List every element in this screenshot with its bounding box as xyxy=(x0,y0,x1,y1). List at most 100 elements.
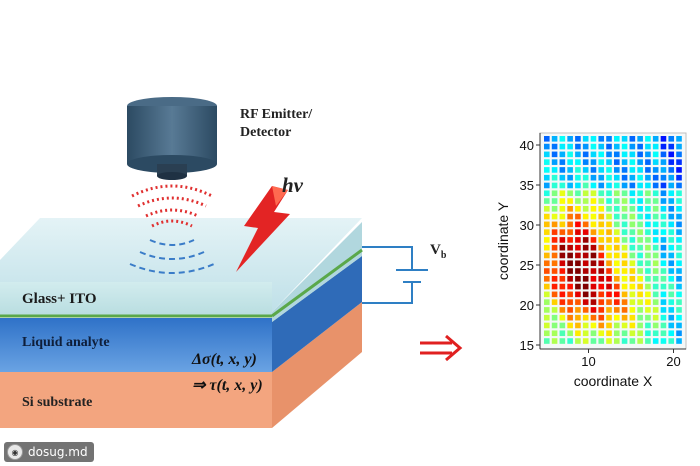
heatmap-cell xyxy=(590,143,597,150)
heatmap-cell xyxy=(621,299,628,305)
heatmap-cell xyxy=(582,276,589,282)
x-tick-label: 20 xyxy=(666,354,680,369)
heatmap-cell xyxy=(652,190,659,197)
heatmap-cell xyxy=(590,159,597,165)
heatmap-cell xyxy=(551,314,558,321)
heatmap-cell xyxy=(598,314,605,321)
heatmap-cell xyxy=(551,283,558,290)
heatmap-cell xyxy=(575,291,581,298)
heatmap-cell xyxy=(629,174,636,181)
lightning-bolt-icon xyxy=(236,186,290,272)
heatmap-cell xyxy=(621,206,628,212)
heatmap-cell xyxy=(652,260,659,267)
heatmap-cell xyxy=(645,206,651,212)
heatmap-cell xyxy=(621,190,628,197)
heatmap-cell xyxy=(629,182,636,189)
heatmap-cell xyxy=(668,167,675,173)
heatmap-cell xyxy=(652,307,659,313)
heatmap-cell xyxy=(676,167,682,173)
heatmap-cell xyxy=(559,151,566,158)
y-tick-label: 40 xyxy=(520,138,534,153)
heatmap-cell xyxy=(629,206,636,212)
heatmap-cell xyxy=(676,244,682,251)
heatmap-cell xyxy=(551,276,558,282)
heatmap-cell xyxy=(551,330,558,337)
heatmap-cell xyxy=(621,307,628,313)
heatmap-cell xyxy=(551,174,558,181)
heatmap-cell xyxy=(652,268,659,274)
heatmap-cell xyxy=(559,159,566,165)
heatmap-cell xyxy=(621,167,628,173)
heatmap-cell xyxy=(559,167,566,173)
heatmap-cell xyxy=(614,299,620,305)
heatmap-cell xyxy=(629,276,636,282)
heatmap-cell xyxy=(621,291,628,298)
heatmap-cell xyxy=(637,136,643,142)
heatmap-cell xyxy=(598,244,605,251)
heatmap-cell xyxy=(645,330,651,337)
heatmap-cell xyxy=(621,136,628,142)
heatmap-cell xyxy=(668,252,675,259)
heatmap-cell xyxy=(652,206,659,212)
heatmap-cell xyxy=(652,182,659,189)
heatmap-cell xyxy=(606,182,612,189)
heatmap-cell xyxy=(660,268,667,274)
heatmap-cell xyxy=(598,330,605,337)
emitter-label-line2: Detector xyxy=(240,125,291,140)
heatmap-cell xyxy=(582,260,589,267)
heatmap-cell xyxy=(637,322,643,329)
heatmap-cell xyxy=(551,151,558,158)
heatmap-cell xyxy=(598,299,605,305)
heatmap-cell xyxy=(598,174,605,181)
heatmap-cell xyxy=(544,276,550,282)
heatmap-cell xyxy=(559,330,566,337)
heatmap-cell xyxy=(621,237,628,243)
heatmap-cell xyxy=(645,229,651,235)
heatmap-cell xyxy=(559,307,566,313)
heatmap-cell xyxy=(598,190,605,197)
heatmap-cell xyxy=(645,143,651,150)
heatmap-cell xyxy=(567,330,573,337)
heatmap-cell xyxy=(668,136,675,142)
heatmap-cell xyxy=(606,314,612,321)
heatmap-cell xyxy=(676,174,682,181)
heatmap-cell xyxy=(544,174,550,181)
heatmap-cell xyxy=(582,229,589,235)
heatmap-cell xyxy=(559,291,566,298)
heatmap-cell xyxy=(660,322,667,329)
voltage-label: Vb xyxy=(430,242,447,261)
heatmap-cell xyxy=(614,283,620,290)
heatmap-cell xyxy=(598,307,605,313)
heatmap-cell xyxy=(590,213,597,220)
heatmap-cell xyxy=(660,237,667,243)
heatmap-cell xyxy=(668,182,675,189)
heatmap-cell xyxy=(645,291,651,298)
heatmap-cell xyxy=(598,283,605,290)
heatmap-cell xyxy=(660,252,667,259)
heatmap-cell xyxy=(668,143,675,150)
heatmap-cell xyxy=(551,244,558,251)
heatmap-cell xyxy=(598,136,605,142)
heatmap-cell xyxy=(660,190,667,197)
heatmap-cell xyxy=(660,276,667,282)
heatmap-cell xyxy=(590,268,597,274)
heatmap-cell xyxy=(676,330,682,337)
heatmap-cell xyxy=(614,159,620,165)
heatmap-cell xyxy=(621,322,628,329)
heatmap-cell xyxy=(606,190,612,197)
heatmap-cell xyxy=(668,268,675,274)
heatmap-cell xyxy=(544,190,550,197)
heatmap-cell xyxy=(660,244,667,251)
heatmap-cell xyxy=(629,151,636,158)
heatmap-cell xyxy=(582,136,589,142)
heatmap-cell xyxy=(637,198,643,204)
heatmap-cell xyxy=(544,182,550,189)
heatmap-cell xyxy=(582,330,589,337)
heatmap-cell xyxy=(621,229,628,235)
heatmap-cell xyxy=(676,221,682,228)
heatmap-cell xyxy=(668,237,675,243)
heatmap-cell xyxy=(582,338,589,344)
watermark-logo-icon: ◉ xyxy=(7,444,23,460)
heatmap-cell xyxy=(621,338,628,344)
heatmap-cell xyxy=(645,314,651,321)
